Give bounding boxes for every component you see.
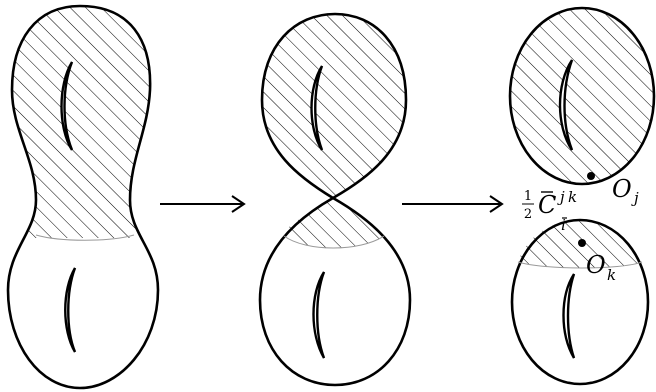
point-o-j bbox=[587, 172, 595, 180]
stage-1-surface bbox=[8, 6, 158, 388]
arrow-2 bbox=[402, 196, 502, 212]
stage-2-lower-hatch bbox=[283, 198, 385, 248]
operator-o-k-index: k bbox=[607, 266, 616, 284]
operator-o-j-index: j bbox=[631, 189, 639, 207]
coefficient-superscript-k: k bbox=[568, 188, 577, 206]
stage-2-upper-bubble bbox=[262, 14, 406, 198]
stage-2-surface bbox=[260, 14, 410, 385]
operator-label-j: O j bbox=[612, 175, 639, 207]
arrow-1 bbox=[160, 196, 244, 212]
peanut-outline bbox=[8, 6, 158, 388]
coefficient-superscript-j: j bbox=[557, 188, 565, 206]
operator-o-j-symbol: O bbox=[612, 175, 632, 203]
stage-1-handle-lower bbox=[65, 268, 75, 352]
fraction-denominator: 2 bbox=[524, 207, 532, 222]
point-o-k bbox=[578, 239, 586, 247]
coefficient-subscript-i: i bbox=[561, 216, 566, 234]
stage-3-upper-sphere bbox=[510, 8, 654, 184]
operator-o-k-symbol: O bbox=[586, 251, 606, 279]
fraction-numerator: 1 bbox=[524, 189, 532, 204]
coefficient-symbol: C bbox=[538, 191, 556, 219]
